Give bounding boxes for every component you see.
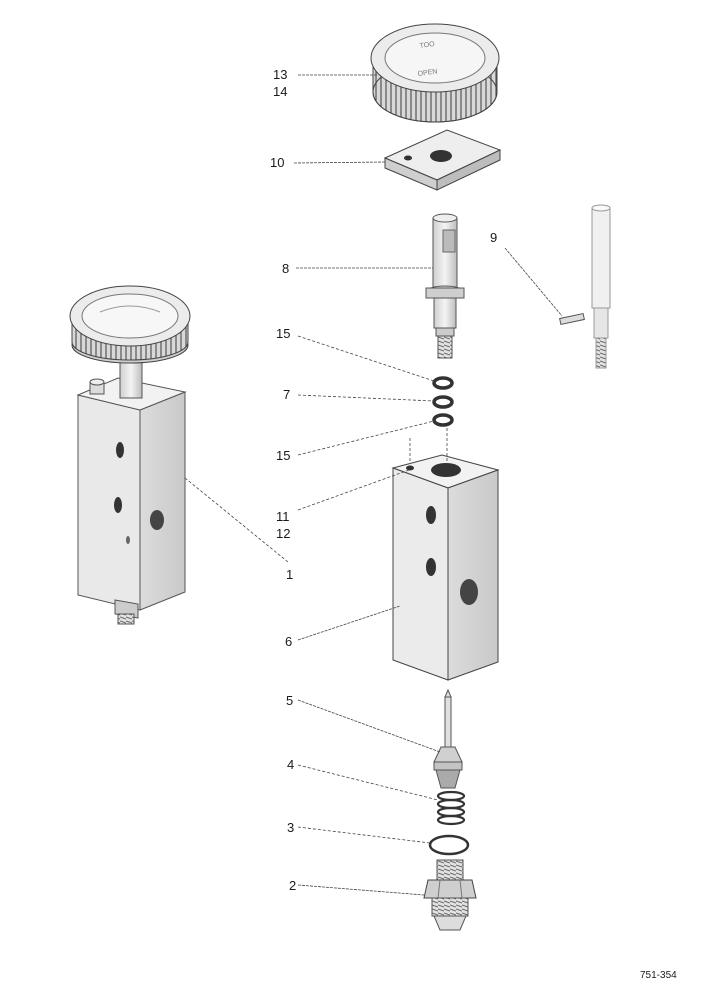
callout-5: 5: [286, 693, 294, 708]
callout-3: 3: [287, 820, 295, 835]
callout-11: 11: [276, 509, 290, 524]
callout-15-upper: 15: [276, 326, 291, 341]
callout-6: 6: [285, 634, 293, 649]
callout-10: 10: [270, 155, 285, 170]
stem-part: [425, 213, 465, 359]
needle-part: [433, 688, 463, 789]
callout-9: 9: [490, 230, 498, 245]
callout-8: 8: [282, 261, 290, 276]
svg-text:TOO: TOO: [419, 41, 435, 50]
spring-part: [436, 790, 466, 826]
knob-part: TOO OPEN: [370, 23, 500, 123]
drawing-reference-number: 751-354: [640, 970, 677, 981]
alt-stem-part: [559, 204, 611, 369]
seal-rings: [432, 376, 454, 427]
callout-12: 12: [276, 526, 291, 541]
callout-7: 7: [283, 387, 291, 402]
fitting-part: [423, 859, 477, 931]
callout-14: 14: [273, 84, 288, 99]
callout-2: 2: [289, 878, 297, 893]
callout-13: 13: [273, 67, 288, 82]
washer-part: [428, 834, 470, 856]
plate-part: [383, 129, 502, 191]
leader-lines: [184, 74, 563, 896]
assembled-valve: [69, 285, 191, 625]
valve-body-part: [391, 454, 500, 681]
svg-text:OPEN: OPEN: [417, 68, 438, 78]
callout-4: 4: [287, 757, 295, 772]
callout-1: 1: [286, 567, 294, 582]
callout-15-lower: 15: [276, 448, 291, 463]
